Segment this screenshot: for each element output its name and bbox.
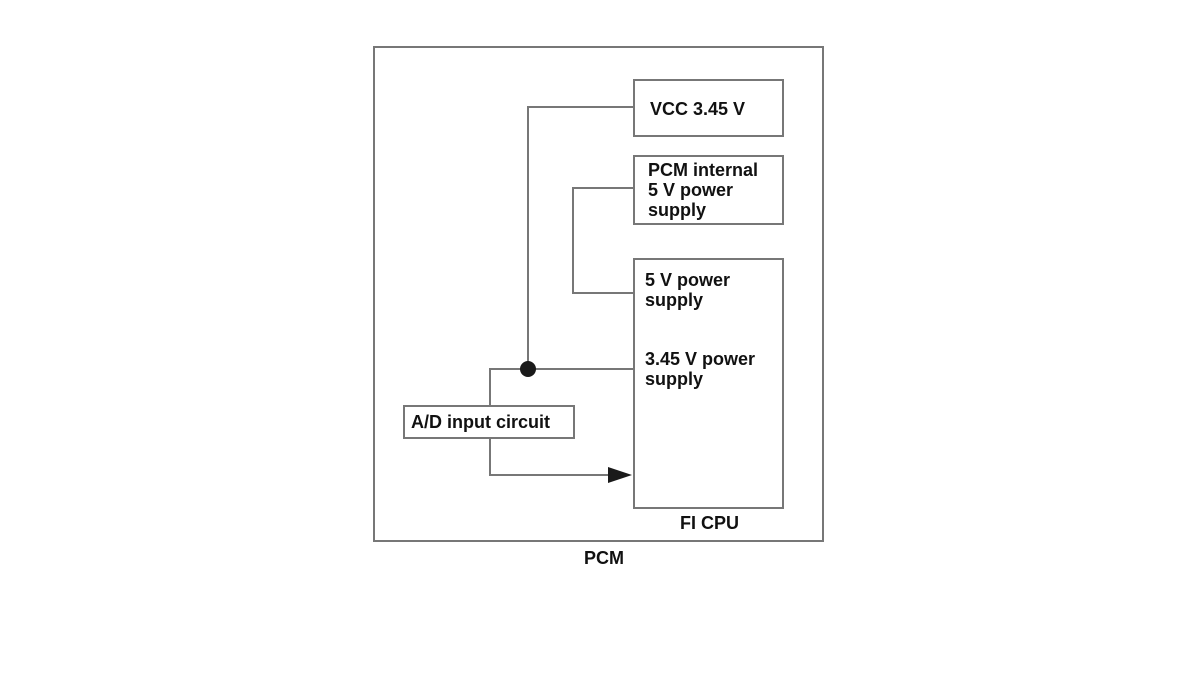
vcc-box — [633, 79, 784, 137]
5v-supply-wire — [572, 187, 633, 294]
internal-supply-line-2: 5 V power — [648, 180, 734, 200]
ad-circuit-label: A/D input circuit — [411, 412, 550, 432]
ad-output-wire — [489, 438, 608, 476]
cpu-5v-input-label: 5 V power supply — [645, 270, 730, 310]
cpu-345v-line-1: 3.45 V power — [645, 349, 756, 369]
junction-dot — [520, 361, 536, 377]
arrow-head — [608, 467, 632, 483]
cpu-box — [633, 258, 784, 509]
internal-supply-line-1: PCM internal — [648, 160, 759, 180]
cpu-label: FI CPU — [680, 513, 740, 533]
cpu-5v-line-2: supply — [645, 290, 704, 310]
pcm-label: PCM — [584, 548, 624, 568]
cpu-5v-line-1: 5 V power — [645, 270, 731, 290]
cpu-345v-input-label: 3.45 V power supply — [645, 349, 755, 389]
ad-supply-wire — [489, 368, 528, 405]
cpu-345v-line-2: supply — [645, 369, 704, 389]
internal-supply-box — [633, 155, 784, 225]
ad-circuit-box — [403, 405, 575, 439]
vcc-rail-wire — [527, 106, 633, 369]
internal-supply-line-3: supply — [648, 200, 707, 220]
internal-supply-label: PCM internal 5 V power supply — [648, 160, 758, 220]
vcc-label: VCC 3.45 V — [650, 99, 746, 119]
